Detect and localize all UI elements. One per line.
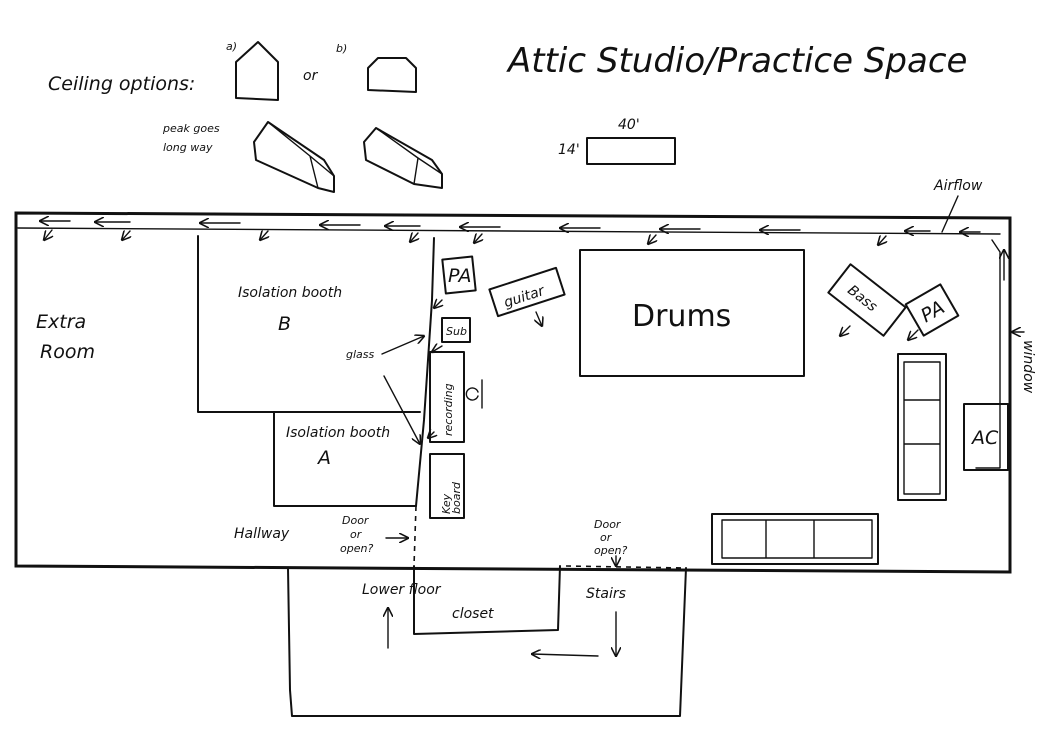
svg-text:board: board [450, 481, 463, 514]
extra-room-label-line1: Extra [36, 311, 86, 333]
isolation-booth-a-letter: A [316, 447, 331, 469]
couch-right [897, 353, 947, 501]
pa-speaker-right: PA [904, 283, 960, 337]
recording-chair [465, 379, 483, 409]
glass-arrow-upper [381, 336, 424, 355]
drums-area: Drums [579, 249, 805, 377]
lower-floor-outline [287, 567, 687, 717]
bass-arrow [840, 325, 851, 336]
extra-room-label-line2: Room [40, 341, 95, 363]
flat-roof-3d-sketch [363, 127, 443, 189]
stairs-arrow-left [532, 654, 599, 656]
couch-bottom [711, 513, 879, 565]
ceiling-option-b-marker: b) [336, 42, 347, 55]
svg-text:recording: recording [442, 383, 455, 436]
svg-text:Sub: Sub [446, 325, 467, 338]
stairs-label: Stairs [586, 586, 626, 602]
door-right-note-line2: or [600, 531, 613, 544]
glass-partition-wall [415, 237, 435, 507]
svg-text:Key: Key [440, 493, 453, 514]
page-title: Attic Studio/Practice Space [506, 41, 967, 81]
peak-note-line2: long way [163, 141, 213, 154]
doorway-dashed-left [413, 505, 417, 567]
dimension-width-label: 14' [558, 142, 580, 158]
wall-arrow-2 [432, 346, 443, 352]
airflow-label: Airflow [933, 178, 983, 194]
ceiling-option-b-flat-shape [367, 57, 417, 93]
svg-text:PA: PA [448, 265, 472, 287]
isolation-booth-a-label: Isolation booth [286, 425, 390, 441]
closet-outline [413, 565, 561, 635]
peak-note-line1: peak goes [162, 122, 220, 135]
doorway-dashed-right [565, 565, 687, 569]
right-duct-line [975, 239, 1001, 469]
ceiling-option-a-marker: a) [226, 40, 237, 53]
pa-speaker-left: PA [441, 255, 477, 295]
airflow-pointer [941, 195, 959, 233]
glass-arrow-lower [383, 375, 420, 444]
glass-label: glass [346, 348, 375, 361]
svg-text:Drums: Drums [632, 299, 731, 334]
hallway-label: Hallway [234, 526, 290, 542]
airflow-duct-line [17, 227, 1001, 235]
sub-speaker: Sub [441, 317, 471, 343]
isolation-booth-a-outline [273, 411, 417, 507]
door-left-note-line3: open? [340, 542, 373, 555]
door-left-note-line2: or [350, 528, 363, 541]
wall-arrow-3 [428, 432, 434, 438]
ceiling-or-label: or [303, 68, 319, 84]
window-label: window [1020, 340, 1036, 394]
closet-label: closet [452, 606, 494, 622]
door-left-note-line1: Door [342, 514, 370, 527]
svg-text:PA: PA [917, 296, 948, 327]
door-right-note-line3: open? [594, 544, 627, 557]
isolation-booth-b-outline [197, 235, 421, 413]
door-right-note-line1: Door [594, 518, 622, 531]
recording-desk: recording [429, 351, 465, 443]
dimension-rectangle [586, 137, 676, 165]
lower-floor-label: Lower floor [362, 582, 442, 598]
peak-roof-3d-sketch [253, 121, 335, 193]
isolation-booth-b-letter: B [278, 313, 291, 335]
keyboard: Key board [429, 453, 465, 519]
duct-arrows [40, 221, 1004, 281]
ceiling-option-a-peak-shape [235, 41, 279, 101]
wall-arrow-1 [434, 300, 442, 308]
ceiling-options-label: Ceiling options: [48, 73, 195, 95]
guitar-arrow [536, 311, 542, 326]
bass-amp: Bass [827, 263, 907, 337]
guitar-amp: guitar [488, 266, 566, 318]
air-conditioner: AC [963, 403, 1009, 471]
pa-right-arrow [908, 329, 919, 340]
svg-text:AC: AC [970, 427, 999, 449]
attic-outer-wall [14, 211, 1012, 574]
dimension-length-label: 40' [618, 117, 640, 133]
isolation-booth-b-label: Isolation booth [238, 285, 342, 301]
